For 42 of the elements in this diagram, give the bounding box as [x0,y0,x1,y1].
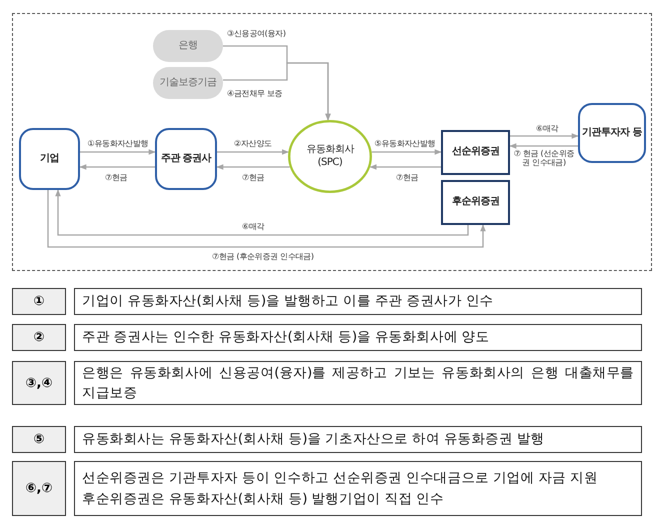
edge-label: ③신용공여(융자) [226,29,287,38]
rounded-box: 주관 증권사 [155,128,217,190]
rect-box: 후순위증권 [441,180,510,225]
edge-label: ⑥매각 [535,124,560,134]
edge-label: ⑦현금 (후순위증권 인수대금) [211,252,315,262]
rounded-box: 기관투자자 등 [578,103,646,163]
rounded-box: 기업 [19,128,80,190]
arrow [509,143,578,149]
description-text: 주관 증권사는 인수한 유동화자산(회사채 등)을 유동화회사에 양도 [82,328,490,348]
edge-label: ①유동화자산발행 [86,139,150,148]
arrow [217,149,290,155]
arrow [216,164,290,170]
arrow [47,190,486,248]
row-number-cell: ⑥,⑦ [12,461,66,516]
row-number-cell: ① [12,288,66,315]
arrow [55,189,469,236]
edge-label: ②자산양도 [233,139,273,148]
arrow [80,149,156,155]
edge-label: ⑤유동화자산발행 [374,139,436,148]
edge-label: ⑦현금 [241,173,266,182]
description-text: 유동화회사는 유동화자산(회사채 등)을 기초자산으로 하여 유동화증권 발행 [82,430,546,450]
edge-label: ⑥매각 [241,222,266,232]
description-text: 선순위증권은 기관투자자 등이 인수하고 선순위증권 인수대금으로 기업에 자금 지원 [82,469,599,488]
arrow [510,133,579,139]
rect-box: 선순위증권 [441,130,510,175]
edge-label: ④금전채무 보증 [226,89,284,98]
pill-box: 은행 [153,30,223,62]
edge-label: ⑦ 현금 (선순위증권 인수대금) [512,149,576,168]
description-text: 후순위증권은 유동화자산(회사채 등) 발행기업이 직접 인수 [82,490,445,508]
arrow [370,164,441,170]
arrow [372,149,442,155]
ellipse-node: 유동화회사 (SPC) [288,120,372,193]
arrow [79,164,155,170]
row-number-cell: ⑤ [12,426,66,453]
arrow [223,62,331,121]
row-number-cell: ③,④ [12,361,66,405]
description-text: 기업이 유동화자산(회사채 등)을 발행하고 이를 주관 증권사가 인수 [82,292,494,312]
pill-box: 기술보증기금 [153,67,223,99]
description-text: 은행은 유동화회사에 신용공여(융자)를 제공하고 기보는 유동화회사의 은행 대출채무를 지급보증 [82,364,634,403]
edge-label: ⑦현금 [395,173,420,182]
row-number-cell: ② [12,324,66,351]
edge-label: ⑦현금 [104,173,128,182]
